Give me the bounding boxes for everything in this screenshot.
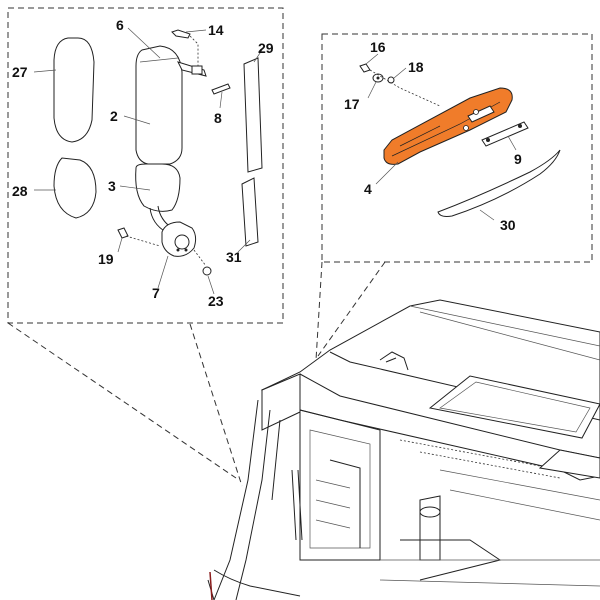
part-9-bracket [481,121,529,147]
part-16-screw [359,63,371,73]
callout-7: 7 [152,285,160,301]
part-8-clip [211,83,231,95]
callout-29: 29 [258,40,274,56]
callout-28: 28 [12,183,28,199]
callout-16: 16 [370,39,386,55]
connector-mirror-2 [7,322,237,479]
leader-lines-visor [365,53,517,221]
callout-2: 2 [110,108,118,124]
part-4-visor-highlighted [383,87,513,165]
callout-17: 17 [344,96,360,112]
part-7-bracket [161,221,197,257]
part-30-seal-strip [437,149,561,217]
callout-3: 3 [108,178,116,194]
part-18-nut [387,76,395,84]
callout-30: 30 [500,217,516,233]
part-14-screw [171,29,191,39]
leader-lines-mirror [33,27,263,295]
callout-9: 9 [514,151,522,167]
part-28-glass [53,157,97,219]
part-31-glass [241,177,259,247]
callout-8: 8 [214,110,222,126]
callout-27: 27 [12,64,28,80]
part-2-mirror-head [135,45,183,165]
mirror-detail-box [7,7,284,324]
part-3-convex-mirror [135,163,181,212]
callout-23: 23 [208,293,224,309]
callout-14: 14 [208,22,224,38]
cab-illustration [207,299,600,600]
callout-18: 18 [408,59,424,75]
part-29-glass [243,57,263,173]
callout-31: 31 [226,249,242,265]
part-19-bolt [117,227,129,239]
connector-mirror [189,323,243,487]
callout-19: 19 [98,251,114,267]
visor-detail-box [321,33,593,263]
callout-6: 6 [116,17,124,33]
part-27-glass [53,37,95,143]
callout-4: 4 [364,181,372,197]
connector-visor-2 [315,261,323,361]
part-23-nut [202,266,212,276]
